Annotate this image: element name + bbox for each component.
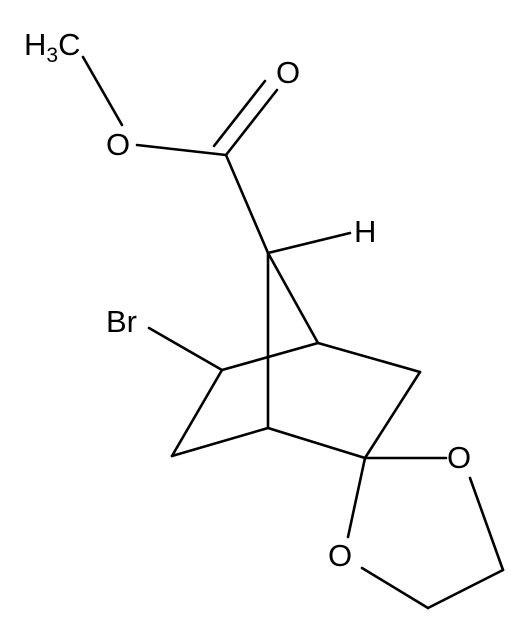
- bromine-label: Br: [106, 304, 137, 339]
- bond-ring-right-lower: [363, 370, 422, 460]
- bond-ring-top: [220, 341, 320, 372]
- bond-ch2-ch2: [426, 568, 505, 610]
- bond-carbonyl-double-a: [224, 88, 279, 157]
- bond-o-carbonyl-c: [135, 143, 228, 157]
- bond-ch3-o: [81, 55, 124, 127]
- bond-ring-left: [170, 368, 224, 458]
- bond-ring-bottom-right: [266, 426, 367, 460]
- bond-o-right-ch2: [468, 476, 505, 572]
- bond-ring-right-upper: [316, 341, 422, 374]
- carbonyl-oxygen-label: O: [276, 55, 300, 90]
- methyl-label: H3C: [24, 27, 80, 67]
- bond-bridge-right: [266, 251, 320, 345]
- bond-ring-bottom-left: [170, 426, 270, 458]
- bond-ch2-o-left: [360, 566, 430, 610]
- dioxolane-oxygen-right-label: O: [447, 440, 471, 475]
- bond-spiro-o-left: [346, 456, 367, 539]
- ester-oxygen-label: O: [106, 127, 130, 162]
- bond-bridge-h: [266, 231, 352, 255]
- bond-carbonyl-to-bridge: [224, 153, 270, 255]
- dioxolane-oxygen-left-label: O: [328, 538, 352, 573]
- bond-c-br: [147, 326, 224, 372]
- bond-carbonyl-double-b: [212, 79, 267, 148]
- bridge-hydrogen-label: H: [354, 214, 376, 249]
